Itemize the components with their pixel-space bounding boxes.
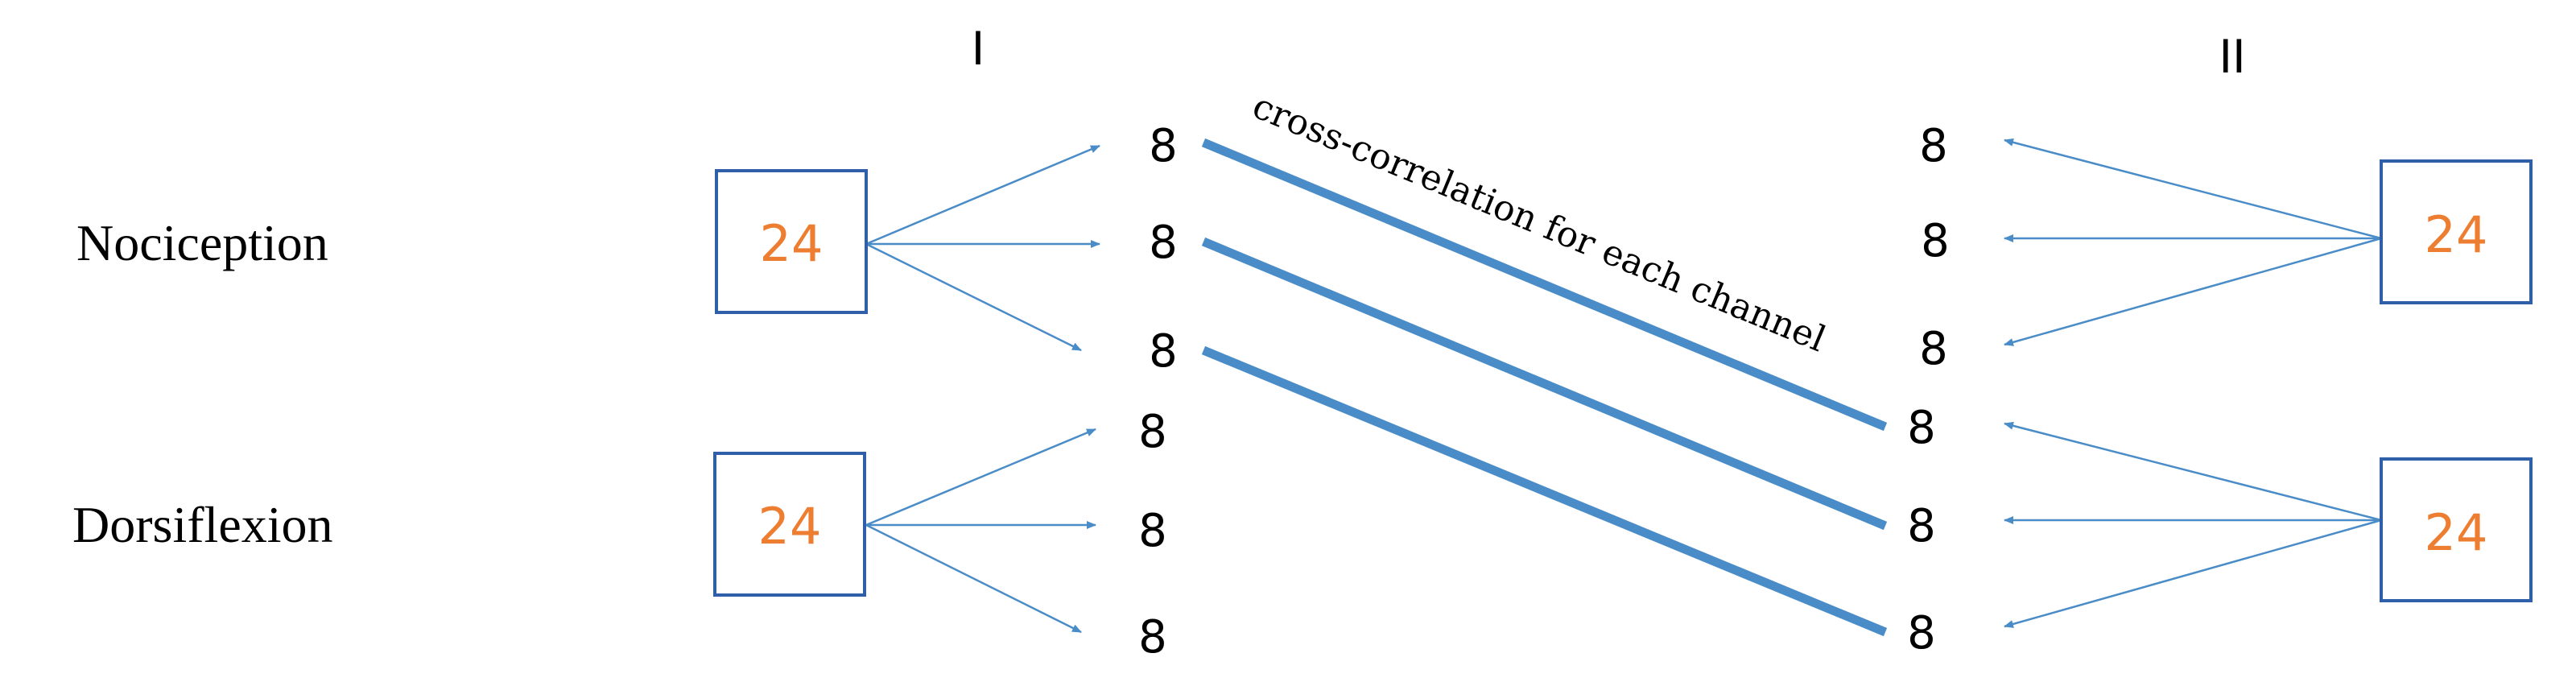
channel-ii-nociception-2: 8: [1921, 215, 1950, 267]
arrow: [865, 144, 1100, 246]
box-value: 24: [758, 497, 822, 556]
cross-link-2: [1201, 237, 1888, 531]
channel-ii-dorsiflexion-1: 8: [1907, 402, 1936, 454]
arrow: [2004, 519, 2382, 628]
channel-i-dorsiflexion-1: 8: [1138, 406, 1167, 458]
row-label-nociception: Nociception: [76, 214, 328, 271]
box-outline: [713, 452, 866, 597]
box-outline: [2380, 159, 2533, 304]
arrow: [2004, 237, 2382, 346]
channel-ii-nociception-3: 8: [1919, 323, 1948, 375]
cross-link-1: [1201, 138, 1888, 432]
arrow: [2004, 421, 2382, 522]
box-ii-nociception: 24: [2380, 159, 2533, 304]
channel-i-nociception-2: 8: [1149, 217, 1178, 269]
box-outline: [715, 169, 868, 314]
arrow: [865, 428, 1096, 527]
left-bottom-arrows: [865, 428, 1096, 634]
channel-ii-dorsiflexion-3: 8: [1907, 607, 1936, 659]
box-ii-dorsiflexion: 24: [2380, 457, 2533, 602]
channel-i-nociception-1: 8: [1149, 120, 1178, 172]
right-bottom-arrows: [2004, 421, 2382, 628]
column-label-ii: II: [2219, 29, 2245, 83]
cross-correlation-label: cross-correlation for each channel: [1247, 85, 1831, 360]
channel-i-dorsiflexion-3: 8: [1138, 611, 1167, 664]
arrow: [865, 523, 1082, 634]
cross-correlation-links: [1201, 138, 1888, 637]
arrow: [865, 242, 1082, 352]
channel-ii-nociception-1: 8: [1919, 120, 1948, 172]
left-top-arrows: [865, 144, 1100, 352]
box-value: 24: [760, 214, 824, 273]
channel-i-dorsiflexion-2: 8: [1138, 505, 1167, 557]
right-top-arrows: [2004, 138, 2382, 346]
box-i-nociception: 24: [715, 169, 868, 314]
cross-link-3: [1201, 345, 1888, 637]
box-i-dorsiflexion: 24: [713, 452, 866, 597]
row-label-dorsiflexion: Dorsiflexion: [72, 496, 333, 553]
box-outline: [2380, 457, 2533, 602]
channel-ii-dorsiflexion-2: 8: [1907, 500, 1936, 552]
channel-i-nociception-3: 8: [1149, 325, 1178, 378]
column-label-i: I: [972, 21, 985, 75]
arrow: [2004, 138, 2382, 240]
box-value: 24: [2425, 205, 2488, 264]
box-value: 24: [2425, 503, 2488, 562]
